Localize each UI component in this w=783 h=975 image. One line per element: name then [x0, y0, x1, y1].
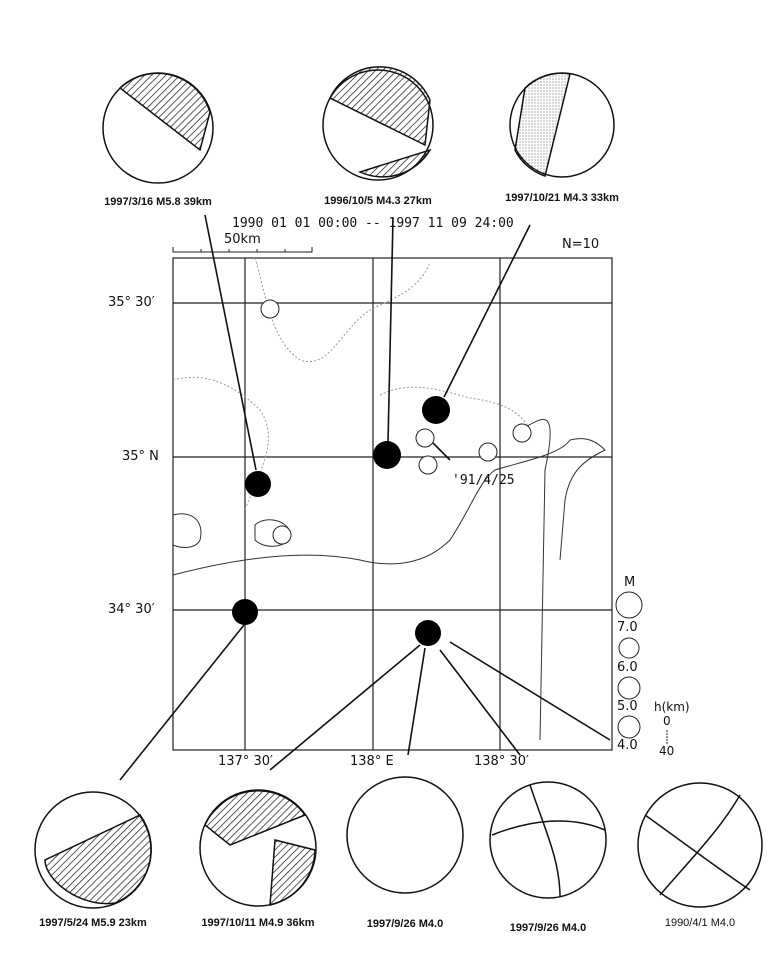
magnitude-legend	[615, 591, 668, 745]
legend-magnitude: 7.0	[617, 620, 638, 635]
mechanism-label: 1997/9/26 M4.0	[509, 922, 587, 934]
leader-lines	[119, 214, 611, 781]
mechanism-label: 1997/9/26 M4.0	[366, 918, 444, 930]
depth-min: 0	[663, 714, 671, 728]
prefecture-borders	[172, 257, 531, 511]
mechanism-label: 1997/3/16 M5.8 39km	[104, 196, 212, 208]
event-count: N=10	[562, 237, 600, 252]
event-marker	[245, 471, 271, 497]
mechanism-label: 1997/5/24 M5.9 23km	[39, 917, 147, 929]
scale-bar	[172, 247, 313, 253]
legend-title: M	[624, 575, 636, 590]
legend-magnitude: 4.0	[617, 738, 638, 753]
depth-legend-title: h(km)	[654, 700, 690, 714]
legend-magnitude: 5.0	[617, 699, 638, 714]
lon-label: 138° 30′	[474, 754, 529, 769]
event-annotation: '91/4/25	[452, 473, 515, 488]
time-range: 1990 01 01 00:00 -- 1997 11 09 24:00	[232, 216, 514, 231]
event-marker	[422, 396, 450, 424]
lat-label: 35° 30′	[108, 295, 155, 310]
event-marker	[415, 620, 441, 646]
mechanism-label: 1997/10/11 M4.9 36km	[201, 917, 315, 929]
lat-label: 35° N	[122, 449, 159, 464]
event-marker	[373, 441, 401, 469]
legend-magnitude: 6.0	[617, 660, 638, 675]
mechanism-label: 1990/4/1 M4.0	[664, 917, 736, 929]
focal-mechanisms	[34, 66, 763, 909]
depth-max: 40	[659, 744, 675, 758]
map-frame	[172, 257, 613, 751]
scale-label: 50km	[224, 232, 261, 247]
mechanism-label: 1997/10/21 M4.3 33km	[505, 192, 619, 204]
lat-label: 34° 30′	[108, 602, 155, 617]
lon-label: 137° 30′	[218, 754, 273, 769]
small-mechanisms	[260, 299, 532, 545]
mechanism-label: 1996/10/5 M4.3 27km	[324, 195, 432, 207]
lon-label: 138° E	[350, 754, 394, 769]
event-marker	[232, 599, 258, 625]
earthquake-events	[232, 396, 450, 646]
